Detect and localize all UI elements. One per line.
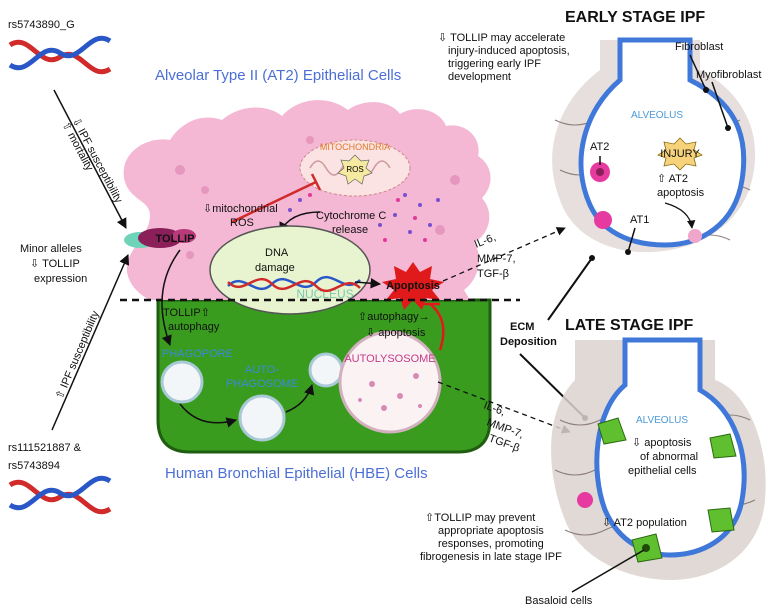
snp-top: rs5743890_G: [8, 19, 75, 31]
late-green-cells: [597, 417, 737, 563]
late-note-3: responses, promoting: [438, 538, 544, 550]
tollip-autophagy-label-2: autophagy: [168, 321, 220, 333]
at2-apoptosis-2: apoptosis: [657, 187, 705, 199]
hbe-cells-title: Human Bronchial Epithelial (HBE) Cells: [165, 465, 428, 482]
autophagosome: [238, 394, 286, 442]
early-at2-cell-2: [594, 211, 612, 229]
apoptotic-cell: [688, 229, 702, 243]
early-at2-label: AT2: [590, 141, 609, 153]
svg-text:TOLLIP: TOLLIP: [156, 233, 195, 245]
injury-burst: INJURY: [657, 137, 703, 171]
at1-label: AT1: [630, 214, 649, 226]
late-alveolus: [594, 337, 747, 558]
phagopore-label: PHAGOPORE: [162, 348, 233, 360]
autophagosome-label-1: AUTO-: [245, 364, 279, 376]
nucleus-label: NUCLEUS: [296, 287, 353, 301]
basaloid-label: Basaloid cells: [525, 595, 593, 607]
late-note-2: appropriate apoptosis: [438, 525, 544, 537]
mito-ros-label-2: ROS: [230, 217, 254, 229]
left-arrow-label-3: ⇧ IPF susceptibility: [54, 309, 102, 401]
autophagy-apoptosis-label-1: ⇧autophagy→: [358, 311, 430, 323]
early-note-2: injury-induced apoptosis,: [448, 45, 570, 57]
svg-text:INJURY: INJURY: [660, 148, 700, 160]
cytokines-top-2: MMP-7,: [477, 253, 516, 265]
autolysosome-label: AUTOLYSOSOME: [344, 353, 435, 365]
snp-bottom-2: rs5743894: [8, 460, 60, 472]
cytokines-top-3: TGF-β: [477, 268, 509, 280]
late-alveolus-label: ALVEOLUS: [636, 415, 688, 426]
early-at2-cell: [590, 162, 610, 182]
dna-icon-top: [8, 36, 112, 74]
minor-alleles-1: Minor alleles: [20, 243, 82, 255]
tollip-autophagy-label-1: TOLLIP⇧: [163, 307, 210, 319]
fibroblast-label: Fibroblast: [675, 41, 723, 53]
late-apoptosis-1: ⇩ apoptosis: [632, 437, 692, 449]
early-stage-title: EARLY STAGE IPF: [565, 9, 705, 26]
apoptosis-burst: Apoptosis: [382, 262, 444, 310]
late-note-4: fibrogenesis in late stage IPF: [420, 551, 562, 563]
myofibroblast-label: Myofibroblast: [696, 69, 761, 81]
svg-text:ROS: ROS: [346, 165, 363, 174]
dna-damage-label-2: damage: [255, 262, 295, 274]
dna-helix-icon: [227, 275, 361, 293]
left-arrow-label-1: ⇩ IPF susceptibility: [69, 116, 124, 206]
mitochondria-label: MITOCHONDRIA: [320, 142, 390, 152]
at2-cell: [123, 100, 491, 301]
mito-ros-label-1: ⇩mitochondrial: [203, 203, 278, 215]
at2-population-label: ⇩ AT2 population: [602, 517, 687, 529]
early-note-1: ⇩ TOLLIP may accelerate: [438, 32, 565, 44]
ecm-label-2: Deposition: [500, 336, 557, 348]
cytochrome-label-2: release: [332, 224, 368, 236]
autophagosome-small: [308, 352, 344, 388]
cytochrome-label-1: Cytochrome C: [316, 210, 386, 222]
dna-damage-label-1: DNA: [265, 247, 289, 259]
svg-text:Apoptosis: Apoptosis: [386, 280, 440, 292]
ros-burst: ROS: [337, 154, 373, 185]
phagopore: [160, 360, 204, 404]
tollip-protein: TOLLIP: [124, 228, 196, 248]
late-apoptosis-3: epithelial cells: [628, 465, 697, 477]
ecm-label-1: ECM: [510, 321, 534, 333]
early-alveolus: [578, 37, 747, 248]
autophagosome-label-2: PHAGOSOME: [226, 378, 298, 390]
late-note-1: ⇧TOLLIP may prevent: [425, 512, 535, 524]
early-note-4: development: [448, 71, 511, 83]
autolysosome: [338, 330, 442, 434]
minor-alleles-2: ⇩ TOLLIP: [30, 258, 80, 270]
at2-cells-title: Alveolar Type II (AT2) Epithelial Cells: [155, 67, 401, 84]
dna-icon-bottom: [8, 476, 112, 514]
early-note-3: triggering early IPF: [448, 58, 541, 70]
minor-alleles-3: expression: [34, 273, 87, 285]
autophagy-apoptosis-label-2: ⇩ apoptosis: [366, 327, 426, 339]
late-stage-title: LATE STAGE IPF: [565, 317, 694, 334]
late-apoptosis-2: of abnormal: [640, 451, 698, 463]
at2-apoptosis-1: ⇧ AT2: [657, 173, 688, 185]
early-alveolus-label: ALVEOLUS: [631, 110, 683, 121]
nucleus: [209, 225, 371, 315]
late-at2-cell: [577, 492, 593, 508]
snp-bottom-1: rs111521887 &: [8, 442, 82, 454]
